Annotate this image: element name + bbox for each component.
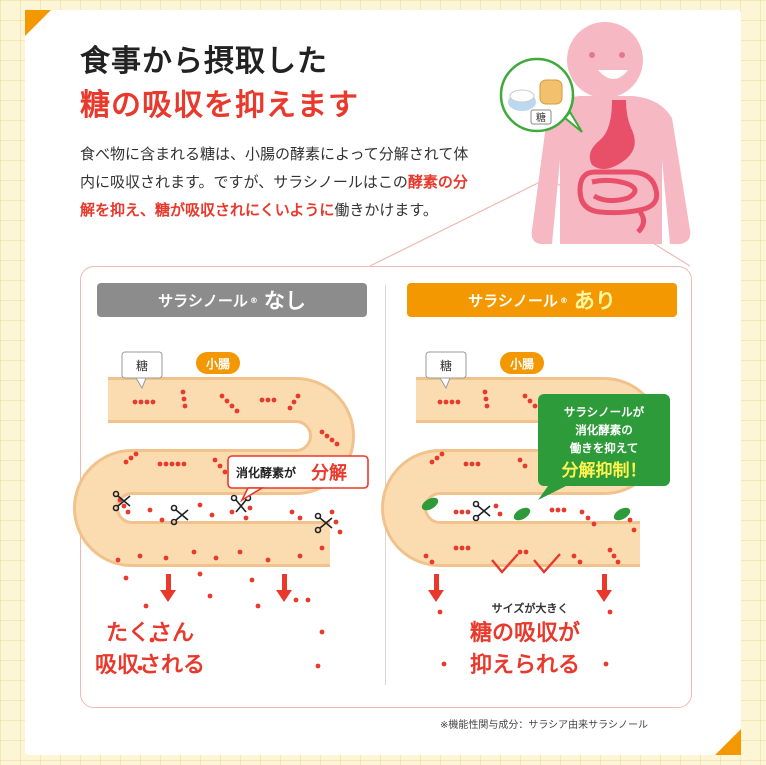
header-left-suffix: なし (263, 289, 306, 313)
sugar-tag-right (425, 351, 467, 390)
description-part-1: 食べ物に含まれる糖は、小腸の酵素によって分解されて体内に吸収されます。ですが、サ… (80, 145, 469, 191)
absorption-arrows-right (428, 574, 612, 602)
title-line-2: 糖の吸収を抑えます (80, 88, 359, 123)
bread-icon (539, 79, 563, 105)
scissors-icon-right (472, 500, 491, 522)
absorption-arrows-left (160, 574, 292, 602)
result-left-line1: たくさん (105, 621, 194, 646)
inhibited-check-marks (491, 553, 561, 574)
result-left: たくさん 吸収される (90, 618, 210, 682)
header-without-salacinol: サラシノール®なし (97, 283, 367, 317)
title-line-1: 食事から摂取した (80, 44, 328, 79)
sugar-chains-right (423, 389, 637, 667)
header-right-suffix: あり (573, 289, 616, 313)
salacinol-callout-line1: サラシノールが (564, 405, 645, 419)
connector-line-left (369, 177, 549, 267)
sugar-tag-left-text: 糖 (136, 358, 148, 373)
description: 食べ物に含まれる糖は、小腸の酵素によって分解されて体内に吸収されます。ですが、サ… (80, 140, 480, 224)
header-right-name: サラシノール (468, 291, 558, 310)
intestine-tag-left-text: 小腸 (206, 356, 230, 371)
header-left-name: サラシノール (158, 291, 248, 310)
result-left-line2: 吸収される (94, 653, 205, 678)
result-right-pre: サイズが大きく (491, 602, 569, 615)
header-with-salacinol: サラシノール®あり (407, 283, 677, 317)
result-right-line2: 抑えられる (469, 653, 580, 678)
corner-decoration-bottom-right (715, 729, 741, 755)
sugar-tag-right-text: 糖 (440, 358, 452, 373)
enzyme-callout-prefix: 消化酵素が (236, 465, 296, 480)
intestine-tag-right (500, 352, 544, 374)
food-sugar-label: 糖 (536, 111, 546, 124)
food-bubble (499, 57, 583, 133)
result-right: 糖の吸収が 抑えられる (450, 618, 600, 682)
salacinol-callout-emphasis: 分解抑制！ (562, 460, 647, 481)
salacinol-callout-line3: 働きを抑えて (569, 441, 638, 455)
corner-decoration-top-left (25, 10, 51, 36)
enzyme-callout-emphasis: 分解 (311, 462, 347, 484)
result-right-line1: 糖の吸収が (469, 621, 580, 646)
scissors-icons-left (112, 490, 333, 534)
intestine-tag-right-text: 小腸 (510, 356, 534, 371)
digestive-organs-icon (577, 100, 660, 234)
sugar-tag-left (121, 351, 163, 390)
salacinol-callout (538, 394, 670, 500)
salacinol-callout-line2: 消化酵素の (575, 423, 633, 437)
intestine-left (73, 377, 355, 567)
description-highlight: 酵素の分解を抑え、糖が吸収されにくいように (80, 173, 468, 219)
footnote: ※機能性関与成分：サラシア由来サラシノール (440, 720, 648, 731)
leaf-icons-right (421, 497, 631, 521)
description-part-2: 働きかけます。 (334, 201, 438, 219)
intestine-tag-left (196, 352, 240, 374)
enzyme-callout-left (227, 455, 369, 503)
